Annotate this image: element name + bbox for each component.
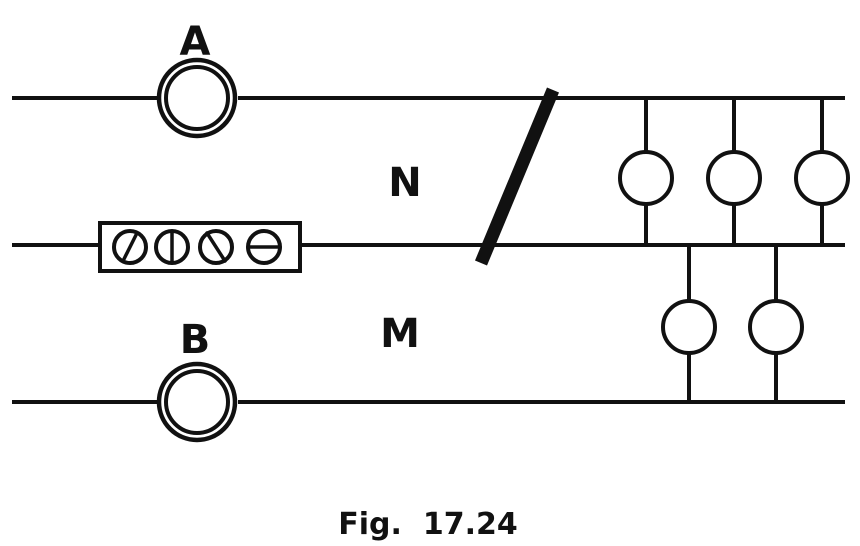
fuse-3 — [198, 229, 234, 265]
lower-lamp-2 — [748, 245, 804, 402]
figure-caption: Fig. 17.24 — [338, 507, 517, 542]
fuse-1 — [112, 229, 148, 265]
fuse-4 — [246, 229, 282, 265]
meter-a-label: A — [180, 19, 211, 65]
fuse-block — [98, 221, 302, 273]
upper-lamp-2 — [706, 98, 762, 245]
upper-lamp-3 — [794, 98, 850, 245]
meter-b — [156, 361, 238, 443]
upper-lamp-1 — [618, 98, 674, 245]
region-n-label: N — [388, 160, 421, 206]
region-m-label: M — [380, 311, 420, 357]
lower-lamp-1 — [661, 245, 717, 402]
fuse-2 — [154, 229, 190, 265]
break-bar — [474, 87, 560, 266]
meter-b-label: B — [180, 317, 211, 363]
meter-a — [156, 57, 238, 139]
